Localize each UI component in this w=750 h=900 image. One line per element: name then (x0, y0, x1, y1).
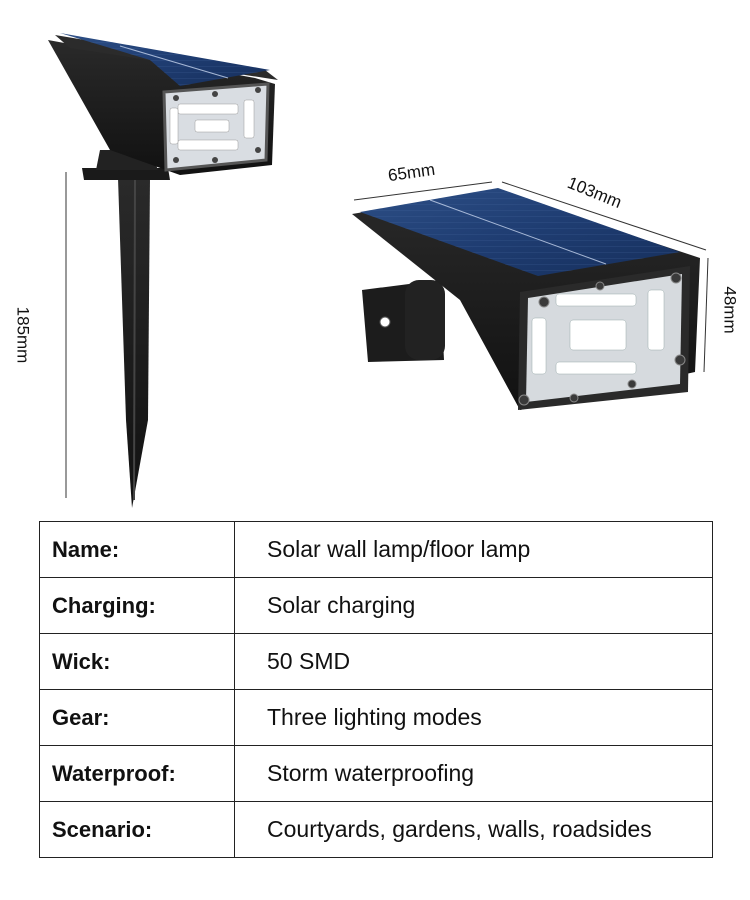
spec-value: 50 SMD (234, 633, 713, 690)
spec-key: Charging: (39, 577, 235, 634)
spec-value: Storm waterproofing (234, 745, 713, 802)
depth-dimension-line (353, 181, 493, 201)
spec-key: Scenario: (39, 801, 235, 858)
panel-height-dimension-line (703, 257, 709, 373)
product-illustration (48, 33, 709, 508)
spec-value: Courtyards, gardens, walls, roadsides (234, 801, 713, 858)
table-row: Gear: Three lighting modes (39, 689, 713, 746)
spec-value: Three lighting modes (234, 689, 713, 746)
table-row: Charging: Solar charging (39, 577, 713, 634)
spec-value: Solar wall lamp/floor lamp (234, 521, 713, 578)
spec-key: Waterproof: (39, 745, 235, 802)
product-figure: 185mm 65mm 103mm 48mm (13, 33, 740, 508)
panel-height-label: 48mm (720, 286, 740, 334)
spec-key: Wick: (39, 633, 235, 690)
spec-table: Name: Solar wall lamp/floor lamp Chargin… (39, 521, 713, 858)
table-row: Wick: 50 SMD (39, 633, 713, 690)
spec-value: Solar charging (234, 577, 713, 634)
stake-lamp (48, 33, 278, 508)
wall-lamp (352, 181, 709, 410)
table-row: Waterproof: Storm waterproofing (39, 745, 713, 802)
table-row: Name: Solar wall lamp/floor lamp (39, 521, 713, 578)
spec-key: Name: (39, 521, 235, 578)
height-label: 185mm (13, 306, 33, 364)
width-dimension-line (501, 181, 707, 251)
table-row: Scenario: Courtyards, gardens, walls, ro… (39, 801, 713, 858)
spec-key: Gear: (39, 689, 235, 746)
